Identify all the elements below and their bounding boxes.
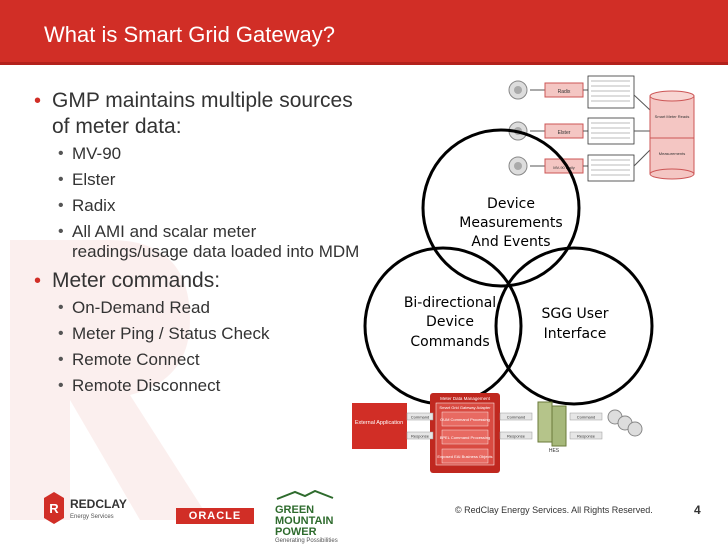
title-bar: What is Smart Grid Gateway? xyxy=(0,0,728,62)
oum-label: OUM Command Processing xyxy=(440,417,490,422)
redclay-name: REDCLAY xyxy=(70,497,127,511)
gmp-line-3: POWER xyxy=(275,526,317,538)
bullet-ping: Meter Ping / Status Check xyxy=(30,324,360,344)
db-label-reads: Smart Meter Reads xyxy=(655,114,690,119)
venn-right-line1: SGG User xyxy=(542,306,609,322)
redclay-sub: Energy Services xyxy=(70,514,114,520)
meter-mv90-icon xyxy=(508,156,528,176)
svg-text:R: R xyxy=(49,501,59,516)
bullet-disconnect: Remote Disconnect xyxy=(30,376,360,396)
venn-top-line3: And Events xyxy=(471,234,550,250)
external-app-box xyxy=(352,403,407,449)
cmd-label-3: Command xyxy=(577,415,595,420)
adapter-label: Smart Grid Gateway Adapter xyxy=(439,405,491,410)
resp-label-3: Response xyxy=(577,434,596,439)
venn-circle-top xyxy=(421,128,581,288)
gmp-line-2: MOUNTAIN xyxy=(275,515,334,527)
meter-sources-diagram: Radix Elster MV-90 Daily Smart Meter Rea… xyxy=(508,75,695,182)
resp-label-2: Response xyxy=(507,434,526,439)
cmd-label-2: Command xyxy=(507,415,525,420)
external-app-label: External Application xyxy=(355,420,403,426)
venn-right-line2: Interface xyxy=(544,326,607,342)
bullet-list: GMP maintains multiple sources of meter … xyxy=(30,88,360,402)
elster-file-doc xyxy=(587,117,635,145)
venn-circle-right xyxy=(494,246,654,406)
bullet-elster: Elster xyxy=(30,170,360,190)
bullet-ami: All AMI and scalar meter readings/usage … xyxy=(30,222,360,262)
oracle-logo: ORACLE xyxy=(176,508,254,524)
gmp-logo: GREEN MOUNTAIN POWER Generating Possibil… xyxy=(275,487,355,544)
resp-label-1: Response xyxy=(411,434,430,439)
title-divider xyxy=(0,62,728,65)
bullet-connect: Remote Connect xyxy=(30,350,360,370)
source-elster: Elster xyxy=(558,130,571,136)
page-title: What is Smart Grid Gateway? xyxy=(44,22,335,47)
cmd-label-1: Command xyxy=(411,415,429,420)
venn-top-line1: Device xyxy=(487,196,535,212)
gmp-line-1: GREEN xyxy=(275,504,315,516)
bullet-mv90: MV-90 xyxy=(30,144,360,164)
database-icon xyxy=(649,90,695,180)
mdm-title: Meter Data Management xyxy=(440,396,491,401)
architecture-diagram: External Application Meter Data Manageme… xyxy=(352,393,643,473)
copyright-text: © RedClay Energy Services. All Rights Re… xyxy=(455,505,653,515)
source-mv90: MV-90 Daily xyxy=(553,165,575,170)
db-label-measurements: Measurements xyxy=(659,151,685,156)
gmp-tagline: Generating Possibilities xyxy=(275,538,338,544)
bullet-on-demand: On-Demand Read xyxy=(30,298,360,318)
mv90-file-doc xyxy=(587,154,635,182)
venn-top-line2: Measurements xyxy=(459,215,562,231)
gmp-mountain-icon xyxy=(276,489,334,500)
redclay-logo: R REDCLAY Energy Services xyxy=(44,492,127,524)
bullet-radix: Radix xyxy=(30,196,360,216)
venn-left-line2: Device xyxy=(426,314,474,330)
exposed-label: Exposed EAI Business Objects xyxy=(437,454,492,459)
venn-left-line3: Commands xyxy=(410,334,489,350)
source-radix: Radix xyxy=(558,89,571,95)
bpel-label: BPEL Command Processing xyxy=(440,435,491,440)
bullet-meter-commands: Meter commands: xyxy=(30,268,360,294)
meter-icons xyxy=(607,409,643,437)
page-number: 4 xyxy=(694,503,701,517)
venn-left-line1: Bi-directional xyxy=(404,295,496,311)
bullet-meter-data: GMP maintains multiple sources of meter … xyxy=(30,88,360,140)
meter-radix-icon xyxy=(508,80,528,100)
hes-server-icon xyxy=(537,401,567,447)
hes-label: HES xyxy=(549,448,560,454)
